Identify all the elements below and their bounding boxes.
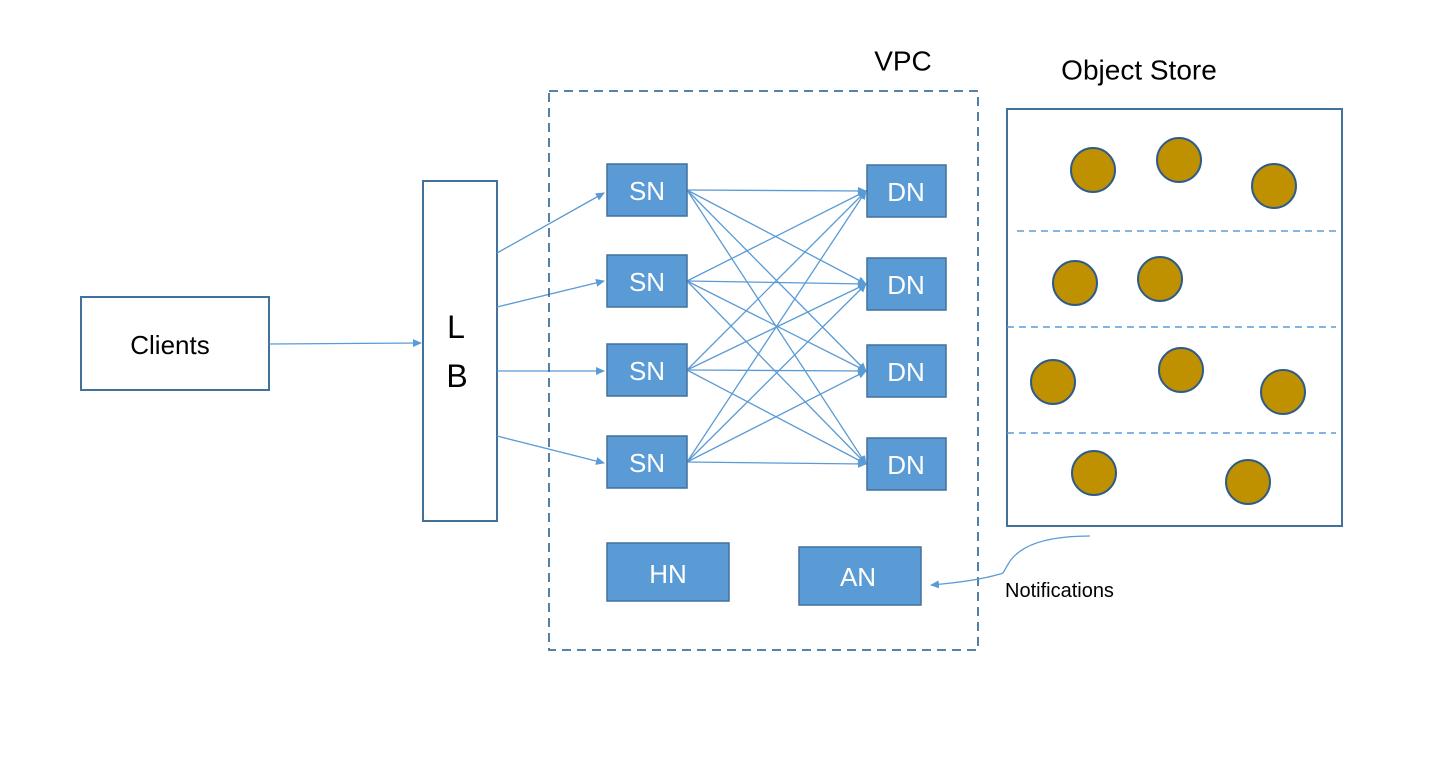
- sn-dn-link: [686, 459, 867, 468]
- sn-node-label: SN: [629, 356, 665, 386]
- stored-object: [1071, 450, 1117, 496]
- sn-dn-link: [686, 186, 867, 195]
- notifications-arrow: [930, 535, 1091, 589]
- sn-dn-link: [686, 190, 867, 463]
- dn-node-label: DN: [887, 357, 925, 387]
- load-balancer-node: L B: [422, 180, 498, 522]
- notifications-label: Notifications: [1005, 580, 1114, 602]
- stored-object: [1030, 359, 1076, 405]
- stored-object: [1070, 147, 1116, 193]
- sn-dn-link: [686, 279, 867, 288]
- stored-object: [1158, 347, 1204, 393]
- dn-node: DN: [866, 164, 947, 218]
- stored-object: [1156, 137, 1202, 183]
- dn-node-label: DN: [887, 450, 925, 480]
- sn-node: SN: [606, 435, 688, 489]
- clients-to-lb-arrow: [268, 339, 422, 348]
- sn-node: SN: [606, 254, 688, 308]
- stored-object: [1225, 459, 1271, 505]
- sn-node: SN: [606, 343, 688, 397]
- sn-dn-link: [686, 283, 867, 463]
- sn-dn-link: [686, 366, 867, 375]
- dn-node-label: DN: [887, 177, 925, 207]
- dn-node: DN: [866, 344, 947, 398]
- clients-label: Clients: [130, 330, 209, 360]
- lb-to-sn-arrow: [496, 435, 605, 465]
- sn-dn-mesh: [686, 186, 867, 468]
- hn-node: HN: [606, 542, 730, 602]
- sn-node: SN: [606, 163, 688, 217]
- dn-node-label: DN: [887, 270, 925, 300]
- dn-node: DN: [866, 437, 947, 491]
- dn-node: DN: [866, 257, 947, 311]
- lb-label-line1: L: [447, 309, 465, 345]
- vpc-title: VPC: [874, 46, 932, 77]
- lb-to-sn-arrow: [496, 192, 605, 254]
- object-store-title: Object Store: [1061, 55, 1217, 86]
- stored-object: [1137, 256, 1183, 302]
- clients-node: Clients: [80, 296, 270, 391]
- an-node: AN: [798, 546, 922, 606]
- lb-label-line2: B: [446, 358, 467, 394]
- vpc-region: VPC: [548, 46, 979, 651]
- sn-dn-link: [686, 190, 867, 282]
- an-node-label: AN: [840, 562, 876, 592]
- sn-dn-link: [686, 370, 867, 463]
- stored-object: [1260, 369, 1306, 415]
- sn-node-label: SN: [629, 448, 665, 478]
- sn-dn-link: [686, 189, 867, 285]
- sn-dn-link: [686, 190, 867, 371]
- object-store: Object Store: [1006, 55, 1343, 527]
- hn-node-label: HN: [649, 559, 687, 589]
- stored-object: [1251, 163, 1297, 209]
- sn-node-label: SN: [629, 267, 665, 297]
- lb-to-sn-arrow: [496, 279, 605, 308]
- stored-object: [1052, 260, 1098, 306]
- sn-node-label: SN: [629, 176, 665, 206]
